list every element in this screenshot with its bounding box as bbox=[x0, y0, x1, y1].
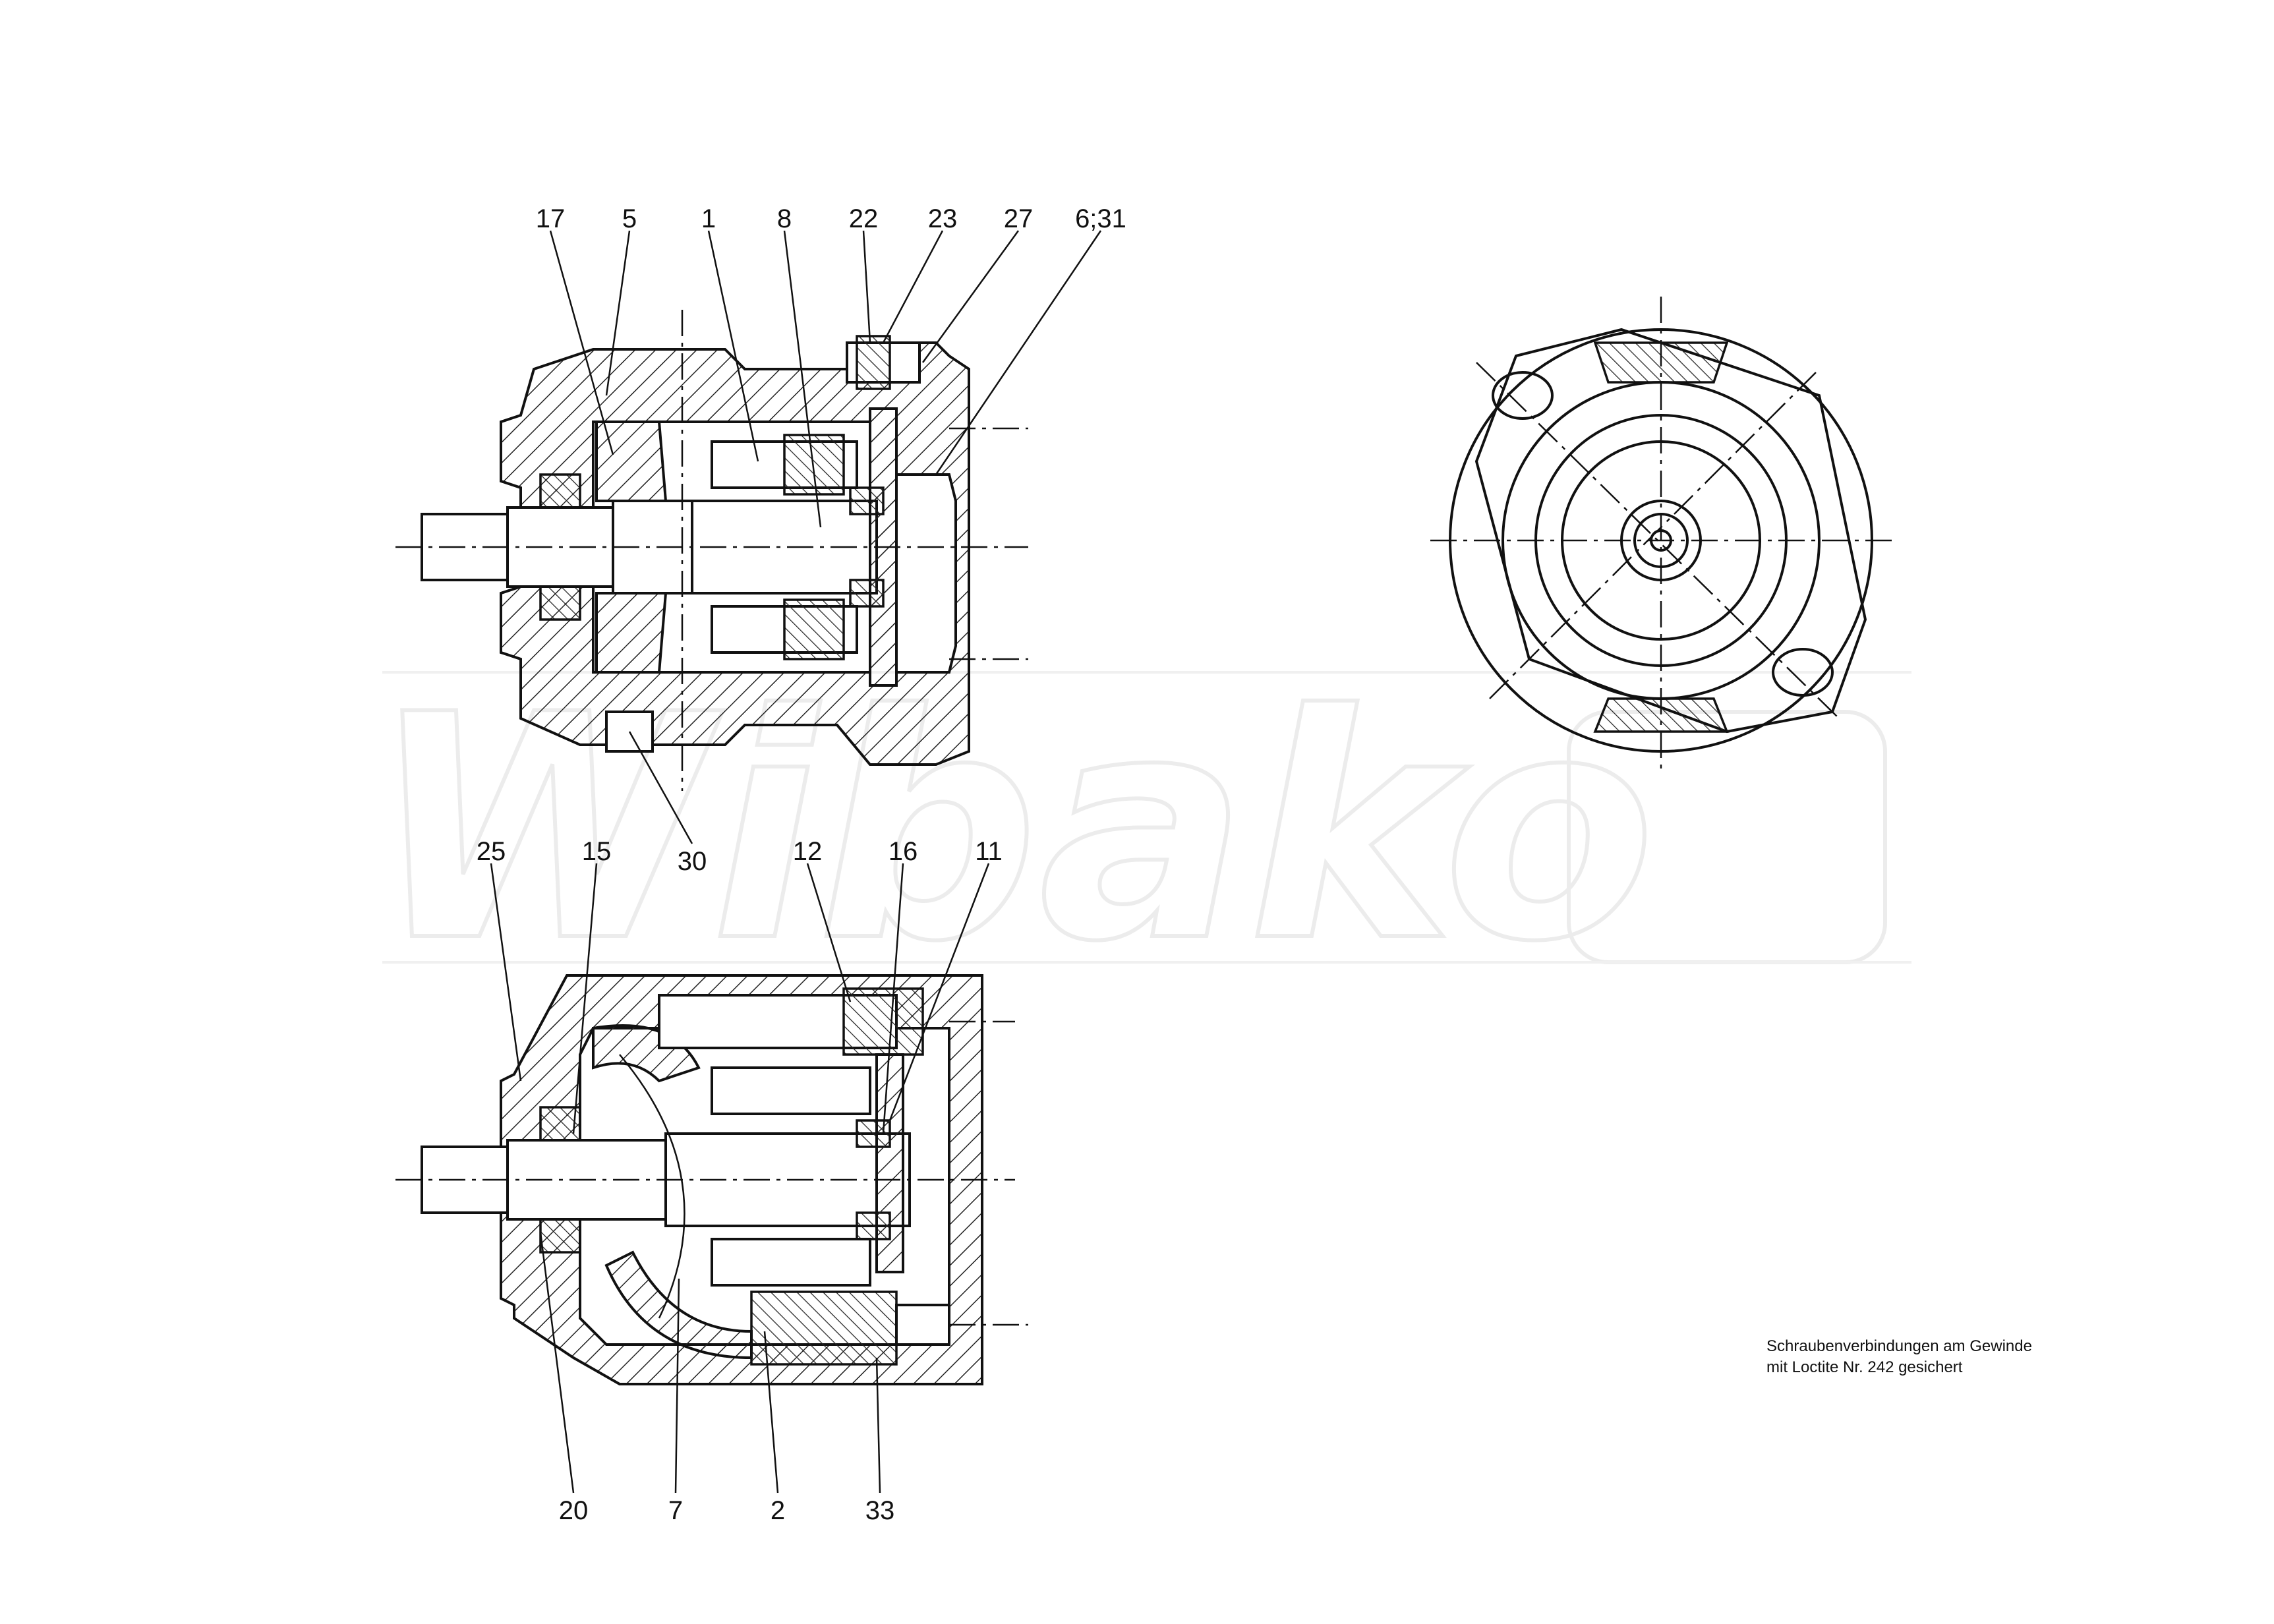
bottom-view-top-callouts: 25 15 12 16 11 bbox=[477, 837, 1003, 866]
callout-2: 2 bbox=[771, 1496, 785, 1525]
callout-30: 30 bbox=[678, 847, 707, 876]
callout-1: 1 bbox=[701, 204, 716, 233]
callout-11: 11 bbox=[975, 837, 1003, 866]
note-line-2: mit Loctite Nr. 242 gesichert bbox=[1766, 1358, 1963, 1376]
callout-17: 17 bbox=[536, 204, 566, 233]
bottom-view-bottom-callouts: 20 7 2 33 bbox=[559, 1496, 895, 1525]
callout-22: 22 bbox=[849, 204, 879, 233]
callout-12: 12 bbox=[793, 837, 823, 866]
callout-8: 8 bbox=[777, 204, 792, 233]
callout-6-31: 6;31 bbox=[1075, 204, 1126, 233]
callout-16: 16 bbox=[889, 837, 918, 866]
top-view-callouts: 17 5 1 8 22 23 27 6;31 30 bbox=[536, 204, 1126, 876]
bottom-sectional-view bbox=[395, 863, 1028, 1494]
assembly-note: Schraubenverbindungen am Gewinde mit Loc… bbox=[1766, 1337, 2032, 1376]
top-sectional-view bbox=[395, 230, 1102, 844]
end-view bbox=[1430, 297, 1898, 771]
callout-25: 25 bbox=[477, 837, 506, 866]
callout-33: 33 bbox=[865, 1496, 895, 1525]
callout-15: 15 bbox=[582, 837, 612, 866]
callout-5: 5 bbox=[622, 204, 637, 233]
callout-20: 20 bbox=[559, 1496, 589, 1525]
callout-27: 27 bbox=[1004, 204, 1034, 233]
callout-7: 7 bbox=[668, 1496, 683, 1525]
callout-23: 23 bbox=[928, 204, 958, 233]
note-line-1: Schraubenverbindungen am Gewinde bbox=[1766, 1337, 2032, 1355]
